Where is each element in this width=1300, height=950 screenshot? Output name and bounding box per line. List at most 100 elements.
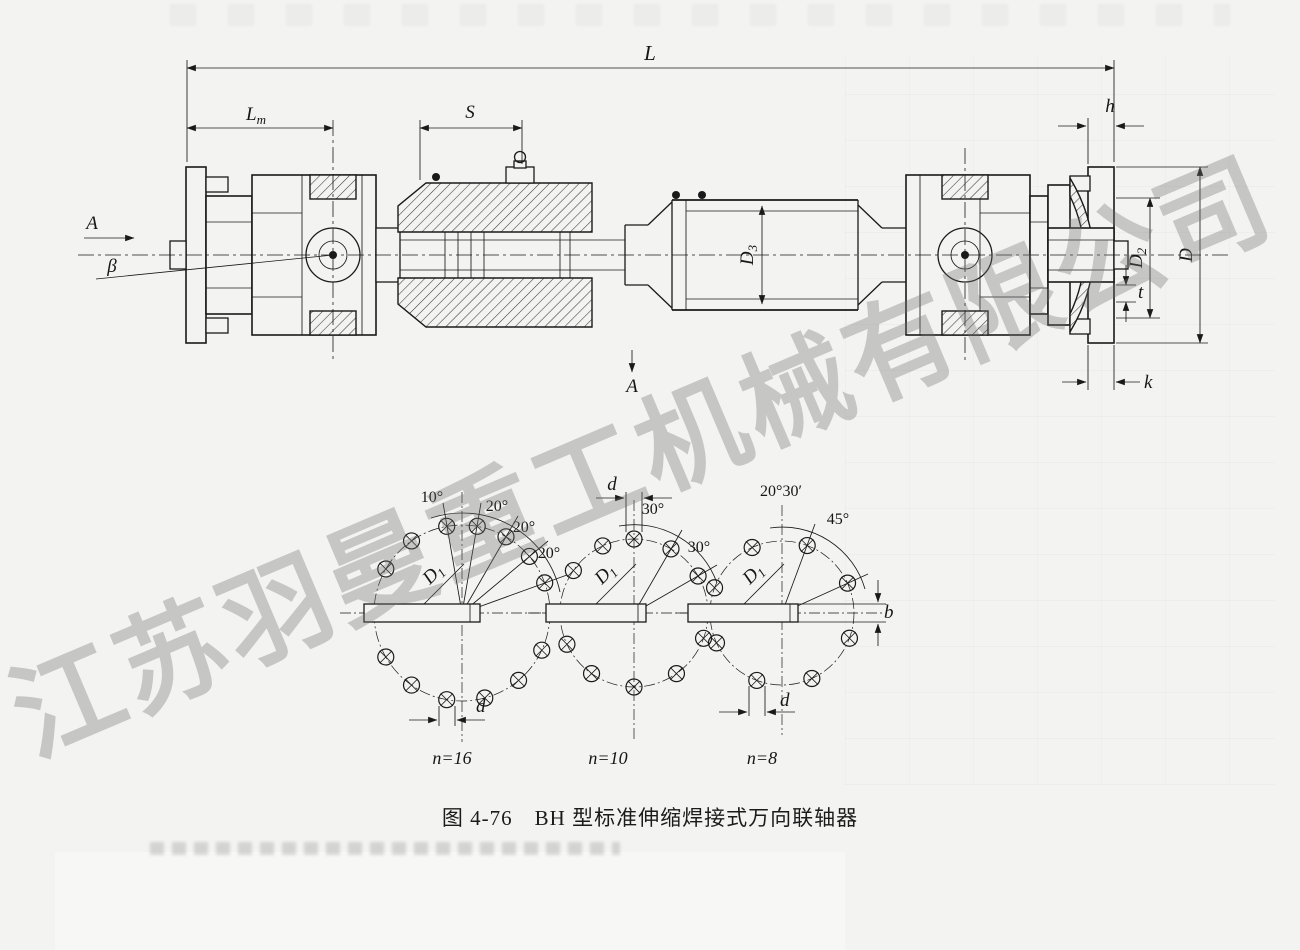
bolt-hole-cross	[841, 576, 855, 590]
n-count-label: n=8	[747, 748, 777, 768]
bolt-hole-cross	[440, 693, 454, 707]
hole-dia-label: d	[476, 696, 486, 717]
center-lines	[78, 120, 1230, 362]
bolt-hole-cross	[842, 631, 856, 645]
bolt-hole	[707, 634, 726, 652]
section-indicator: A	[624, 350, 638, 397]
bolt-hole	[838, 574, 857, 592]
bolt-holes	[377, 517, 554, 709]
dim-L-label: L	[643, 41, 656, 65]
bolt-hole-cross	[440, 519, 454, 533]
bolt-hole	[558, 635, 576, 653]
bolt-circle-label: D1	[590, 560, 621, 591]
dim-D: D	[1116, 166, 1208, 344]
bolt-circle-label: D1	[418, 560, 449, 591]
angle-arc	[769, 526, 866, 590]
bolt-hole	[594, 537, 612, 555]
angle-arc	[618, 524, 718, 584]
bolt-hole-cross	[709, 636, 723, 650]
bolt-hole-cross	[596, 539, 610, 553]
bolt-hole	[798, 536, 816, 555]
dim-D-label: D	[1176, 248, 1197, 263]
bolt-holes	[705, 536, 859, 690]
bolt-circle	[709, 540, 855, 686]
bolt-hole-cross	[478, 691, 492, 705]
angle-label: 30°	[688, 539, 710, 556]
n-count-label: n=10	[588, 748, 627, 768]
hole-dia-dim: d	[719, 686, 795, 716]
bolt-hole-cross	[691, 569, 705, 583]
bolt-hole	[689, 567, 707, 585]
tube-shaft	[671, 191, 906, 311]
hole-dia-dim: d	[409, 696, 486, 726]
weld-dot	[672, 191, 680, 199]
bolt-hole	[625, 530, 643, 548]
bolt-hole-cross	[379, 562, 393, 576]
hole-dia-label: d	[780, 690, 790, 711]
bolt-hole-cross	[522, 549, 536, 563]
n-count-label: n=16	[432, 748, 471, 768]
angle-label: 30°	[642, 501, 664, 518]
bolt-hole-cross	[664, 542, 678, 556]
bolt-hole	[748, 671, 766, 690]
beta-label: β	[106, 256, 117, 277]
dim-D3: D3	[737, 205, 766, 305]
slot-width-dim: b	[798, 580, 894, 646]
dim-L: L	[186, 41, 1115, 162]
dim-D2-label: D2	[1126, 247, 1149, 269]
angle-label: 20°	[486, 498, 508, 515]
bolt-hole-cross	[405, 534, 419, 548]
angle-label: 20°	[513, 519, 535, 536]
dim-D3-label: D3	[737, 244, 760, 266]
bolt-hole-cross	[538, 576, 552, 590]
bolt-diagram-n16: 10° 20° 20° 20° D1 d n=16	[340, 489, 584, 768]
grease-boss	[505, 166, 535, 184]
bolt-hole-cross	[627, 680, 641, 694]
bolt-hole	[564, 561, 582, 580]
dim-k: k	[1062, 345, 1153, 393]
bolt-hole	[803, 669, 821, 688]
left-flange	[169, 166, 253, 344]
dim-S-label: S	[465, 102, 475, 123]
bolt-hole-cross	[379, 650, 393, 664]
bolt-hole-cross	[750, 673, 764, 687]
dim-h: h	[1058, 96, 1144, 164]
grease-nipple	[513, 150, 527, 164]
bolt-hole	[402, 676, 421, 694]
bolt-circle-label: D1	[738, 560, 769, 591]
dim-Lm-label: Lm	[245, 104, 266, 127]
bolt-holes	[558, 530, 713, 696]
slot-width-label: b	[884, 602, 894, 623]
coupling-section-view: L Lm S h	[78, 41, 1230, 397]
dim-t-label: t	[1138, 282, 1144, 303]
hub-key-slot	[687, 603, 799, 623]
bolt-hole-cross	[585, 667, 599, 681]
bolt-hole	[476, 689, 494, 707]
view-A-label: A	[84, 213, 98, 234]
bolt-hole-cross	[805, 672, 819, 686]
spline-sleeve	[397, 150, 673, 328]
hole-dia-label: d	[607, 474, 617, 495]
bolt-hole-cross	[405, 678, 419, 692]
bolt-hole	[667, 665, 686, 683]
bolt-hole-cross	[512, 673, 526, 687]
bolt-hole-cross	[499, 530, 513, 544]
bolt-hole-cross	[669, 667, 683, 681]
angle-label: 10°	[421, 489, 443, 506]
dim-D2: D2	[1116, 197, 1160, 319]
bolt-hole	[520, 547, 539, 566]
section-A-label: A	[624, 376, 638, 397]
view-indicator: A β	[84, 213, 334, 280]
bolt-hole	[509, 671, 528, 690]
dim-Lm: Lm	[186, 104, 334, 132]
bolt-hole	[743, 538, 761, 557]
bolt-hole	[402, 532, 421, 550]
bolt-hole	[377, 560, 395, 578]
bolt-hole	[625, 678, 643, 696]
angle-label: 45°	[827, 511, 849, 528]
bolt-hole-cross	[800, 539, 814, 553]
angle-label: 20°30′	[760, 483, 802, 500]
weld-dot	[698, 191, 706, 199]
